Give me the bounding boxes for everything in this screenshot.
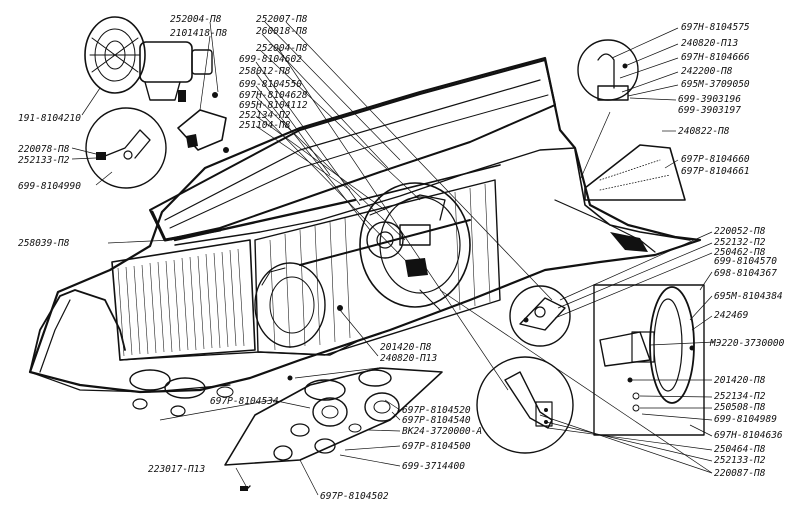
label-697p-8104660: 697Р-8104660 xyxy=(681,154,750,165)
label-697p-8104502: 697Р-8104502 xyxy=(320,491,389,502)
detail-circle-clamp xyxy=(577,39,639,101)
deflector-flap-right xyxy=(584,144,686,201)
label-699-8104570: 699-8104570 xyxy=(714,256,777,267)
label-240820-p13-b: 240820-П13 xyxy=(380,353,437,364)
label-258012-p8: 258012-П8 xyxy=(239,66,291,77)
label-258039-p8: 258039-П8 xyxy=(18,238,70,249)
label-699-3903196: 699-3903196 xyxy=(678,94,741,105)
label-260018-p8: 260018-П8 xyxy=(256,26,308,37)
label-698-8104367: 698-8104367 xyxy=(714,268,777,279)
label-699-8104990: 699-8104990 xyxy=(18,181,81,192)
label-699-3903197: 699-3903197 xyxy=(678,105,741,116)
label-220087-p8: 220087-П8 xyxy=(714,468,766,479)
label-695n-8104112: 695Н-8104112 xyxy=(239,100,308,111)
label-vk24-3720000-a: ВК24-3720000-А xyxy=(402,426,482,437)
label-252004-p8-a: 252004-П8 xyxy=(170,14,222,25)
label-252007-p8: 252007-П8 xyxy=(256,14,308,25)
label-252004-p8-b: 252004-П8 xyxy=(256,43,308,54)
label-220052-p8: 220052-П8 xyxy=(714,226,766,237)
plate-grommets xyxy=(273,369,400,461)
label-201420-p8-a: 201420-П8 xyxy=(714,375,766,386)
label-250508-p8: 250508-П8 xyxy=(714,402,766,413)
label-250464-p8: 250464-П8 xyxy=(714,444,766,455)
label-2101418-p8: 2101418-П8 xyxy=(170,28,227,39)
fan-left xyxy=(254,262,326,348)
motor-bracket xyxy=(177,92,229,153)
label-699-8104989: 699-8104989 xyxy=(714,414,777,425)
label-697n-8104666: 697Н-8104666 xyxy=(681,52,750,63)
blower-motor-top xyxy=(84,16,213,102)
label-697p-8104661: 697Р-8104661 xyxy=(681,166,750,177)
leader-lines xyxy=(71,21,716,496)
label-697p-8104520: 697Р-8104520 xyxy=(402,405,471,416)
label-697p-8104540: 697Р-8104540 xyxy=(402,415,471,426)
label-695m-8104384: 695М-8104384 xyxy=(714,291,783,302)
label-697p-8104500: 697Р-8104500 xyxy=(402,441,471,452)
label-252134-p2-b: 252134-П2 xyxy=(714,391,766,402)
label-697n-8104575: 697Н-8104575 xyxy=(681,22,750,33)
label-695m-3709050: 695М-3709050 xyxy=(681,79,750,90)
detail-circle-switch xyxy=(85,107,167,189)
label-252133-p2-a: 252133-П2 xyxy=(18,155,70,166)
label-223017-p13: 223017-П13 xyxy=(148,464,205,475)
part-number-labels: 252004-П8 2101418-П8 191-8104210 220078-… xyxy=(18,14,785,502)
heater-housing xyxy=(28,56,702,417)
radiator-core-left xyxy=(111,239,256,361)
fan-center xyxy=(359,182,471,311)
label-699-3714400: 699-3714400 xyxy=(402,461,465,472)
label-250462-p8: 250462-П8 xyxy=(714,247,766,258)
label-220078-p8: 220078-П8 xyxy=(18,144,70,155)
label-242469: 242469 xyxy=(714,310,749,321)
label-697n-8104636: 697Н-8104636 xyxy=(714,430,783,441)
detail-circle-lever xyxy=(476,356,574,454)
label-240822-p8: 240822-П8 xyxy=(678,126,730,137)
label-252133-p2-b: 252133-П2 xyxy=(714,455,766,466)
label-699-8104550: 699-8104550 xyxy=(239,79,302,90)
mounting-knobs-bottom xyxy=(129,369,234,417)
label-191-8104210: 191-8104210 xyxy=(18,113,81,124)
label-240820-p13-a: 240820-П13 xyxy=(681,38,738,49)
label-251104-p8: 251104-П8 xyxy=(239,120,291,131)
label-697p-8104534: 697Р-8104534 xyxy=(210,396,279,407)
detail-box-fan-motor xyxy=(593,284,705,436)
label-697n-8104628: 697Н-8104628 xyxy=(239,90,308,101)
label-201420-p8-b: 201420-П8 xyxy=(380,342,432,353)
label-699-8104602: 699-8104602 xyxy=(239,54,302,65)
label-me220-3730000: МЭ220-3730000 xyxy=(709,338,785,349)
label-252134-p2-a: 252134-П2 xyxy=(239,110,291,121)
radiator-core-center xyxy=(254,179,501,356)
label-242200-p8: 242200-П8 xyxy=(681,66,733,77)
detail-circle-bracket xyxy=(509,285,571,347)
base-plate xyxy=(224,367,443,491)
label-252132-p2: 252132-П2 xyxy=(714,237,766,248)
